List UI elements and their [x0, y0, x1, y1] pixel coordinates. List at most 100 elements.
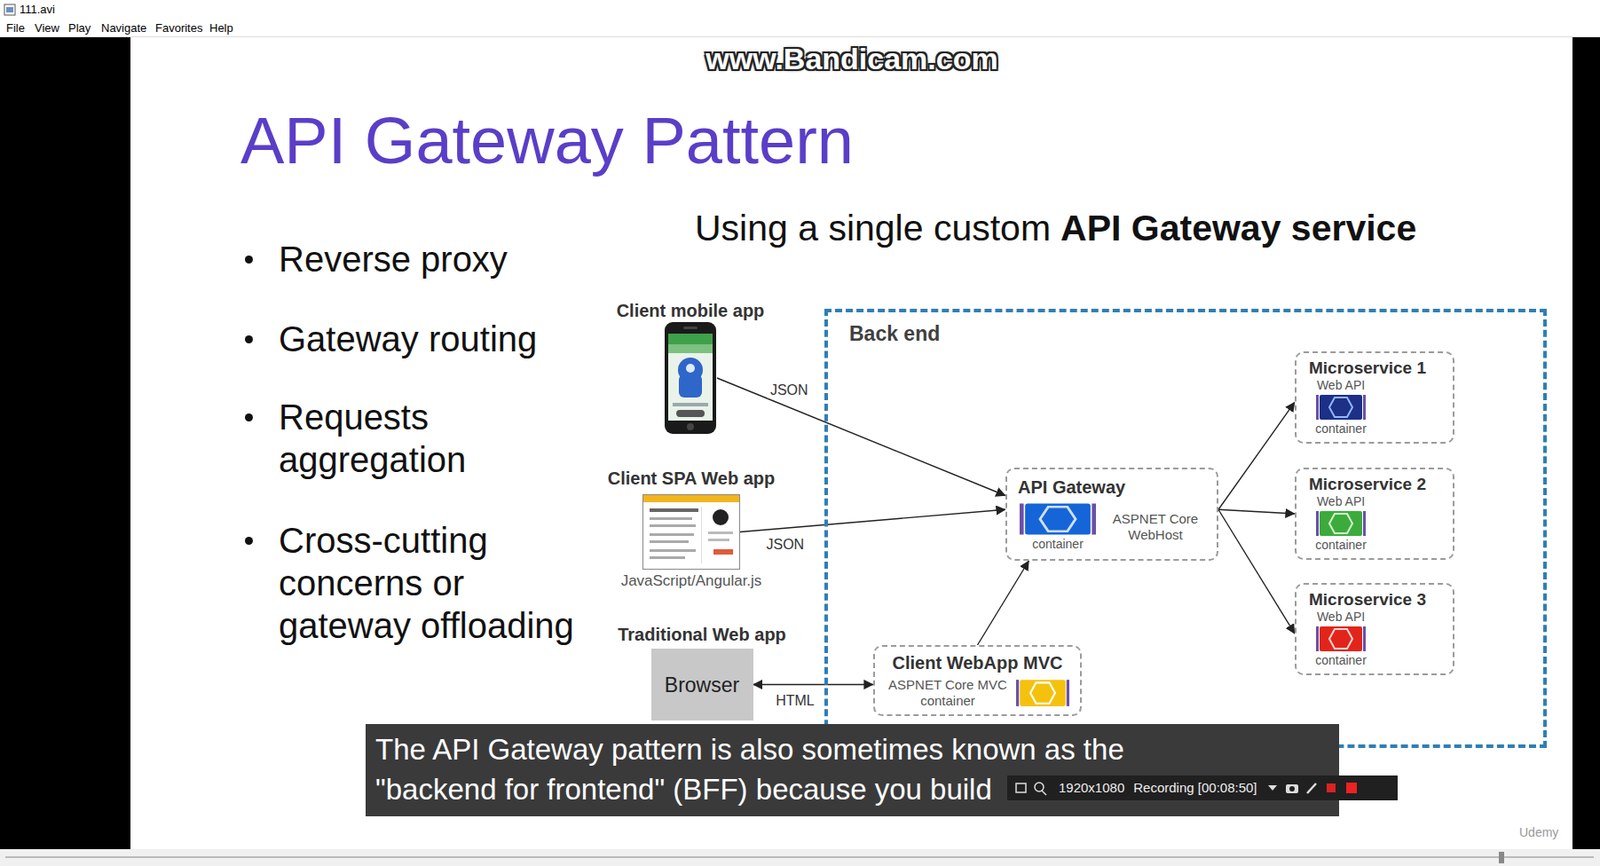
connector-arrow [740, 509, 1006, 532]
camera-icon [1285, 784, 1299, 794]
watermark: www.Bandicam.com [705, 40, 998, 77]
graphic-part [1319, 394, 1363, 420]
graphic-part [1329, 629, 1353, 649]
graphic-part [1019, 504, 1025, 536]
connector-arrow [1218, 509, 1295, 634]
node-heading: Client mobile app [606, 299, 775, 322]
graphic-part [1066, 679, 1070, 707]
api-label: Web API [1312, 378, 1370, 394]
resolution-slot: 1920x1080 [1058, 780, 1125, 797]
node-heading: Microservice 3 [1308, 590, 1441, 610]
microservice-box: Microservice 3Web APIcontainer [1294, 583, 1455, 676]
connector-arrow [977, 560, 1030, 646]
graphic-part [1319, 626, 1363, 652]
graphic-part [712, 509, 729, 526]
client-group: Traditional Web appBrowser [608, 623, 796, 721]
menu-item: Favorites [155, 21, 203, 36]
container-icon [1016, 677, 1070, 709]
edge-label: HTML [772, 692, 818, 710]
node-heading: Traditional Web app [608, 623, 796, 646]
graphic-part [683, 326, 698, 330]
graphic-part [678, 374, 702, 398]
graphic-part [1019, 501, 1096, 537]
icon-column: container [1017, 501, 1098, 552]
toolbar-text: Recording [00:08:50] [1133, 780, 1257, 796]
service-body: Web API container [1308, 378, 1370, 437]
graphic-part [664, 322, 717, 434]
bullet-dot [244, 255, 253, 264]
seek-thumb [1498, 851, 1505, 864]
graphic-part [685, 363, 695, 373]
toolbar-icons [1014, 780, 1050, 797]
host-label: ASPNET Core MVC container [885, 677, 1010, 710]
slide-title: API Gateway Pattern [240, 104, 854, 178]
node-heading: Microservice 1 [1308, 358, 1441, 379]
pen-icon [1307, 783, 1317, 794]
dropdown-icon [1268, 785, 1277, 791]
service-body: Web API container [1308, 494, 1370, 553]
graphic-part [676, 409, 705, 418]
recording-toolbar: 1920x1080 Recording [00:08:50] [1007, 775, 1398, 801]
graphic-part [1329, 513, 1353, 534]
graphic-part [649, 524, 696, 528]
container-icon [1316, 393, 1366, 422]
node-heading: API Gateway [1017, 476, 1206, 498]
subtitle-row: Using a single customAPI Gateway service [694, 206, 1417, 250]
host-label: ASPNET Core WebHost [1106, 511, 1205, 544]
menu-bar [0, 20, 1600, 38]
subtitle-bold: API Gateway service [1060, 207, 1417, 249]
container-label: container [1312, 653, 1370, 669]
bullet-dot [244, 413, 253, 422]
window-icon [1016, 783, 1026, 793]
graphic-part [1316, 511, 1319, 536]
graphic-part [1040, 506, 1076, 532]
node-heading: Client SPA Web app [598, 467, 785, 489]
api-label: Web API [1312, 494, 1370, 510]
container-icon [1316, 509, 1366, 538]
service-body: Web APIcontainer [1308, 609, 1370, 669]
toolbar-buttons [1266, 780, 1364, 797]
toolbar-text: 1920x1080 [1058, 780, 1125, 796]
menu-item: Navigate [101, 21, 147, 36]
graphic-part [713, 549, 734, 555]
graphic-part [1316, 393, 1366, 422]
gateway-row: container ASPNET Core WebHost [1017, 501, 1206, 552]
client-group: Client mobile app [606, 299, 775, 435]
container-label: container [1017, 536, 1098, 552]
menu-item: View [34, 21, 60, 36]
container-label: container [1312, 537, 1370, 553]
graphic-part [701, 506, 702, 564]
graphic-part [1091, 504, 1096, 536]
container-icon [1019, 501, 1096, 537]
graphic-part [708, 538, 730, 542]
phone-illustration [663, 321, 718, 435]
stop-button [1346, 782, 1357, 794]
region-heading: Back end [849, 321, 940, 347]
container-label: container [1312, 421, 1370, 437]
graphic-part [668, 333, 713, 345]
graphic-part [1030, 682, 1056, 703]
node-heading: Microservice 2 [1308, 474, 1441, 495]
graphic-part [668, 344, 713, 354]
graphic-part [1363, 394, 1366, 420]
title-bar [0, 0, 1600, 21]
menu-item: Help [209, 21, 234, 36]
container-icon [1316, 624, 1366, 654]
graphic-part [643, 495, 741, 570]
menu-item: Play [68, 21, 91, 36]
graphic-part [649, 540, 689, 544]
graphic-part [708, 531, 734, 535]
icon-part [6, 7, 14, 13]
icon-part [4, 4, 16, 16]
subtitle-caption-box: The API Gateway pattern is also sometime… [365, 724, 1340, 817]
graphic-part [686, 423, 694, 431]
graphic-part [1024, 504, 1091, 536]
microservice-box: Microservice 1Web API container [1294, 351, 1455, 444]
graphic-part [668, 333, 713, 421]
mvc-box: Client WebApp MVCASPNET Core MVC contain… [873, 645, 1082, 717]
backend-region: Back endAPI GatewaycontainerASPNET Core … [824, 308, 1547, 749]
graphic-part [1363, 626, 1366, 652]
graphic-part [1363, 511, 1366, 536]
browser-label: Browser [664, 672, 740, 698]
menu-item: File [6, 21, 25, 36]
